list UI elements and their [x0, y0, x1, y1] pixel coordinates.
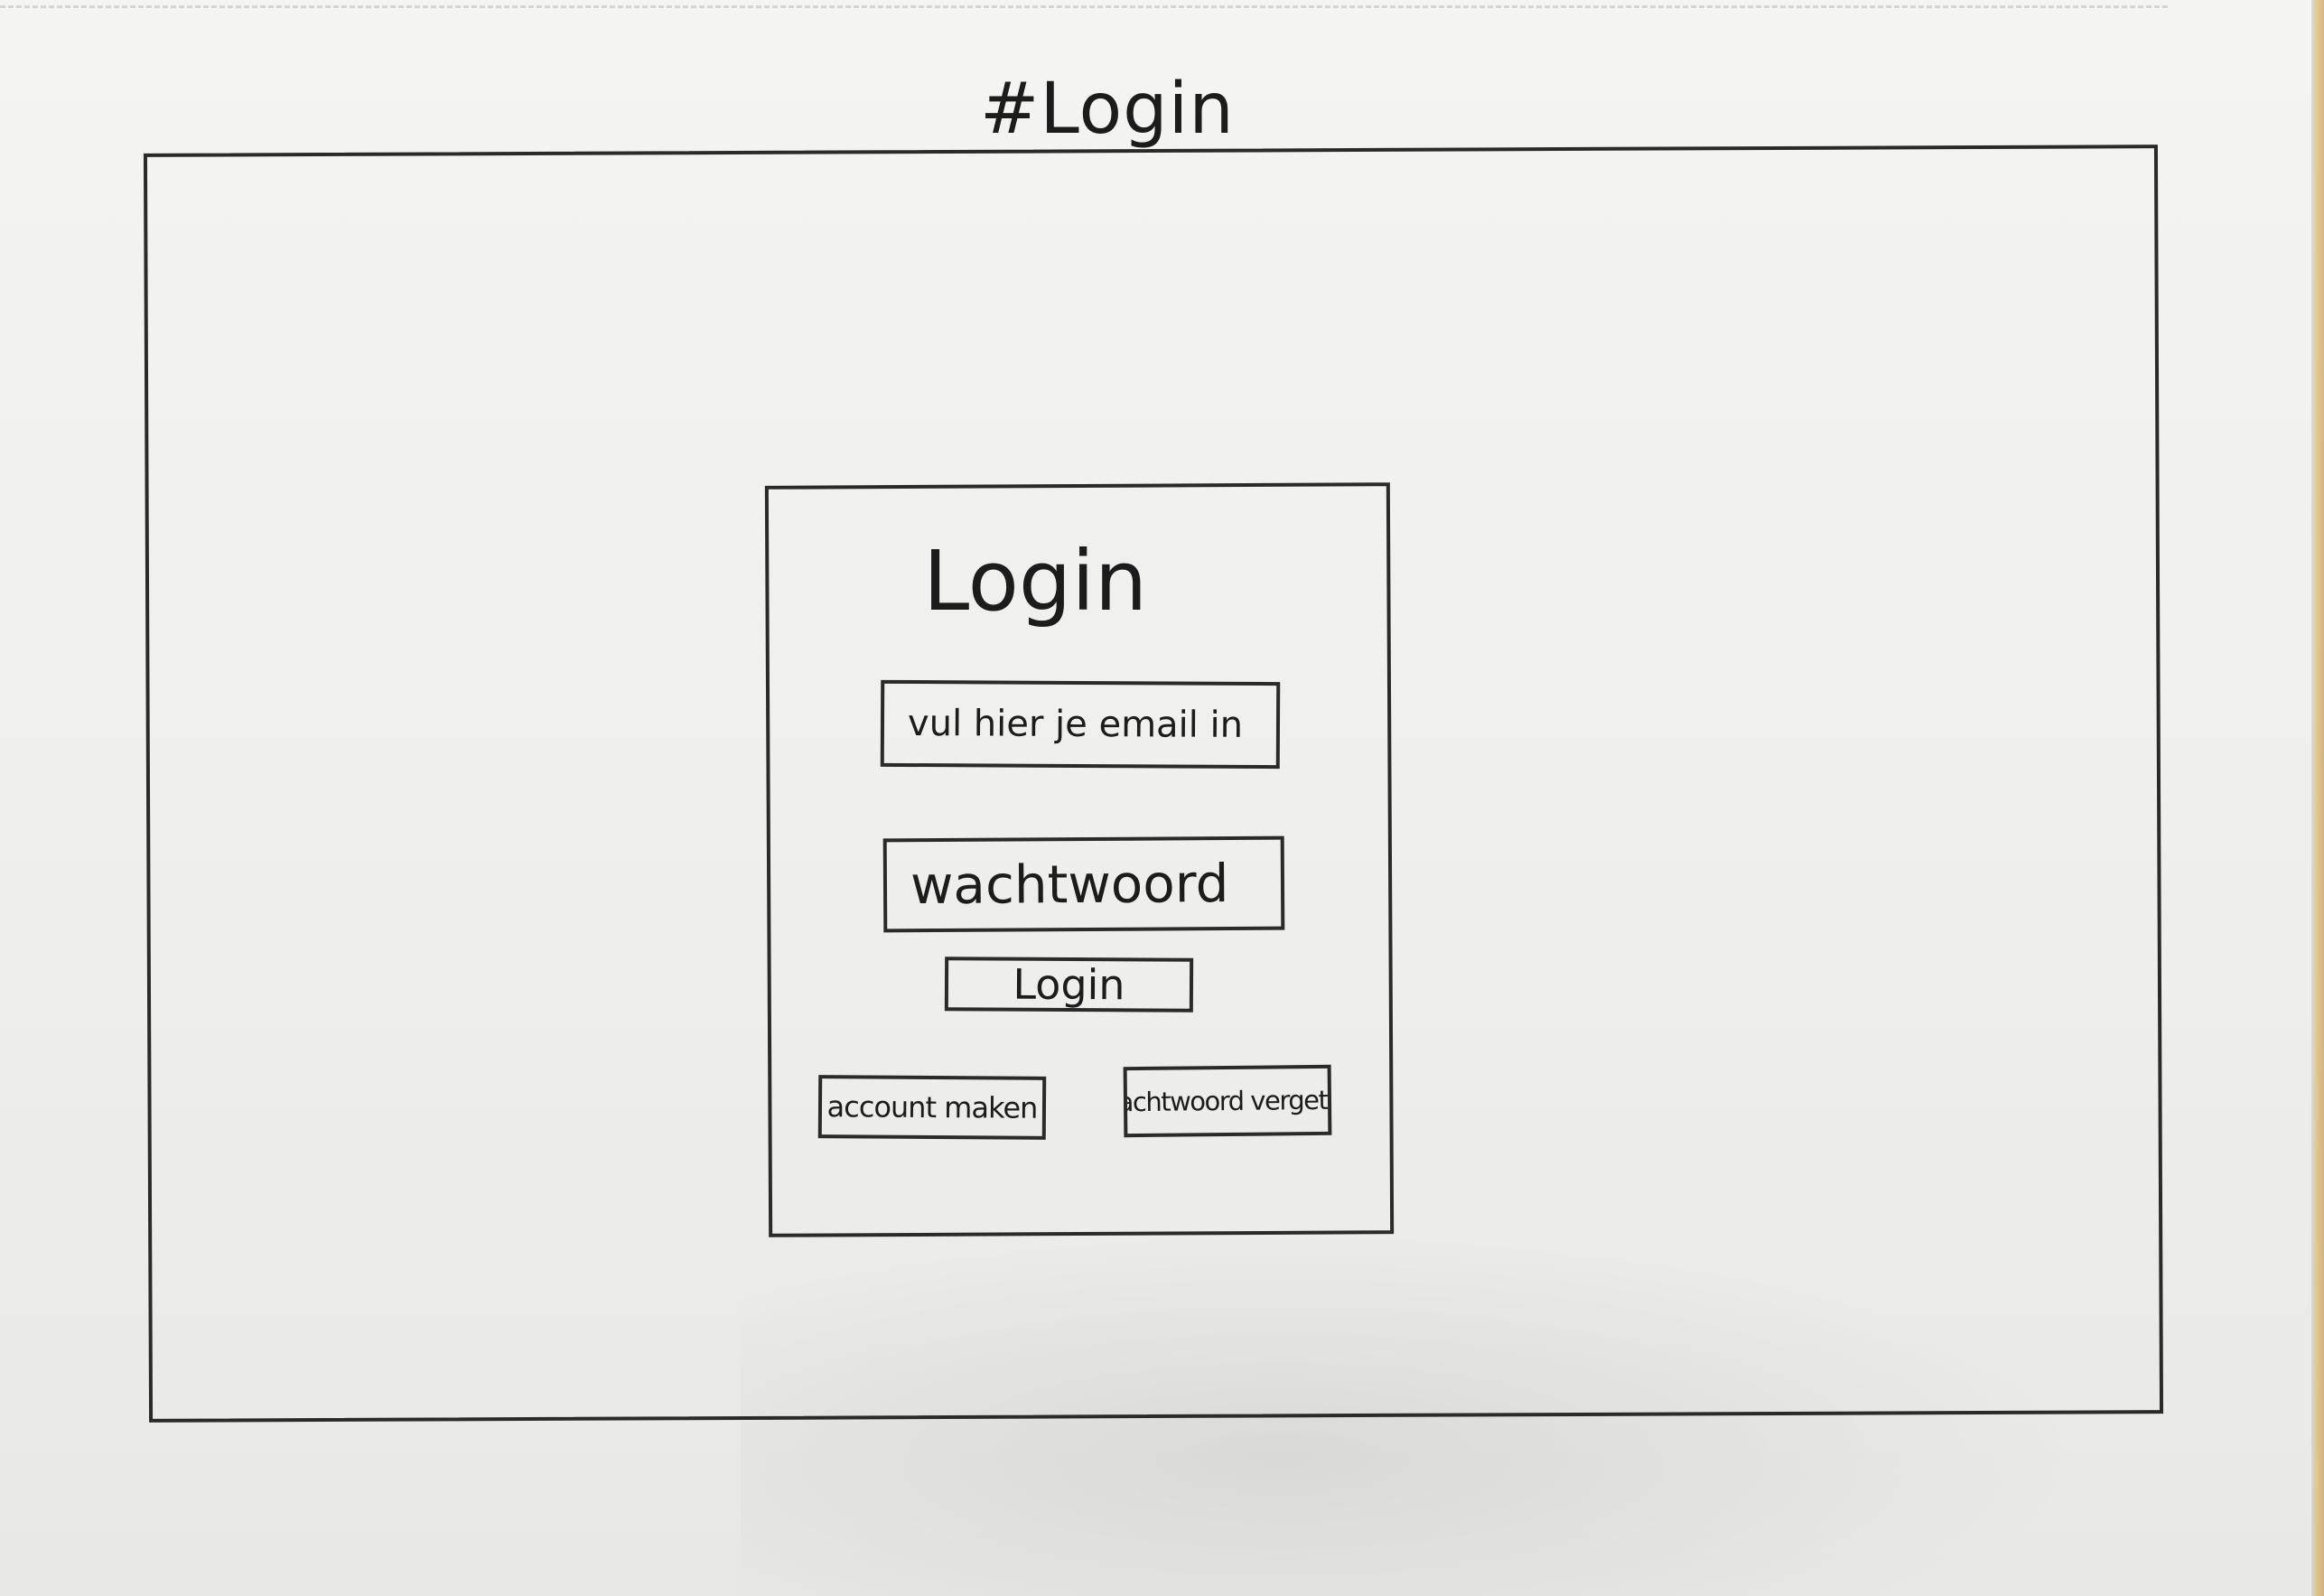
paper-perforation [0, 5, 2168, 14]
forgot-password-button[interactable]: wachtwoord vergeten [1123, 1064, 1332, 1138]
notebook-spine [2311, 0, 2324, 1596]
password-input[interactable] [882, 835, 1285, 933]
login-heading: Login [923, 533, 1148, 630]
sketch-title: #Login [980, 69, 1235, 150]
email-input[interactable] [880, 679, 1281, 770]
login-button[interactable]: Login [944, 957, 1194, 1013]
photo-shadow [741, 1228, 2095, 1596]
create-account-button[interactable]: account maken [817, 1075, 1047, 1140]
